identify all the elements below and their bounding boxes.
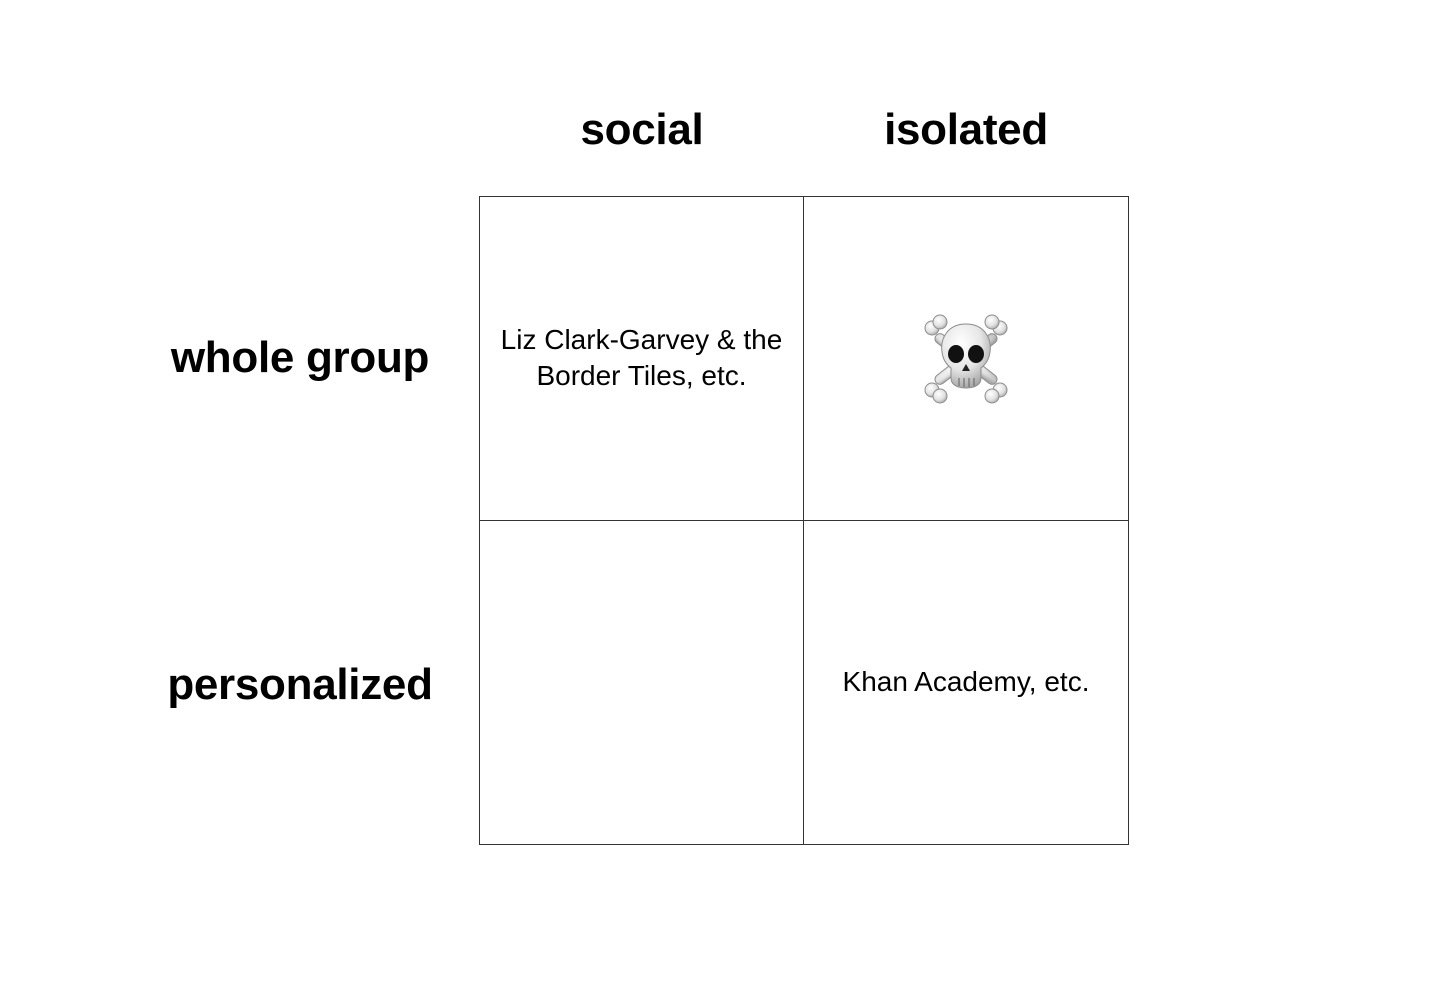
cell-whole-group-social: Liz Clark-Garvey & the Border Tiles, etc… bbox=[480, 197, 804, 521]
skull-and-crossbones-icon bbox=[924, 314, 1008, 404]
cell-whole-group-social-text: Liz Clark-Garvey & the Border Tiles, etc… bbox=[500, 324, 783, 392]
cell-personalized-isolated-text: Khan Academy, etc. bbox=[842, 666, 1090, 698]
cell-personalized-isolated: Khan Academy, etc. bbox=[804, 521, 1128, 845]
cell-personalized-social bbox=[480, 520, 804, 844]
row-header-personalized: personalized bbox=[167, 660, 433, 709]
row-header-whole-group: whole group bbox=[170, 333, 430, 382]
column-header-isolated: isolated bbox=[884, 105, 1048, 154]
quadrant-grid: Liz Clark-Garvey & the Border Tiles, etc… bbox=[479, 196, 1129, 845]
column-header-social: social bbox=[580, 105, 704, 154]
cell-whole-group-isolated bbox=[804, 197, 1128, 521]
